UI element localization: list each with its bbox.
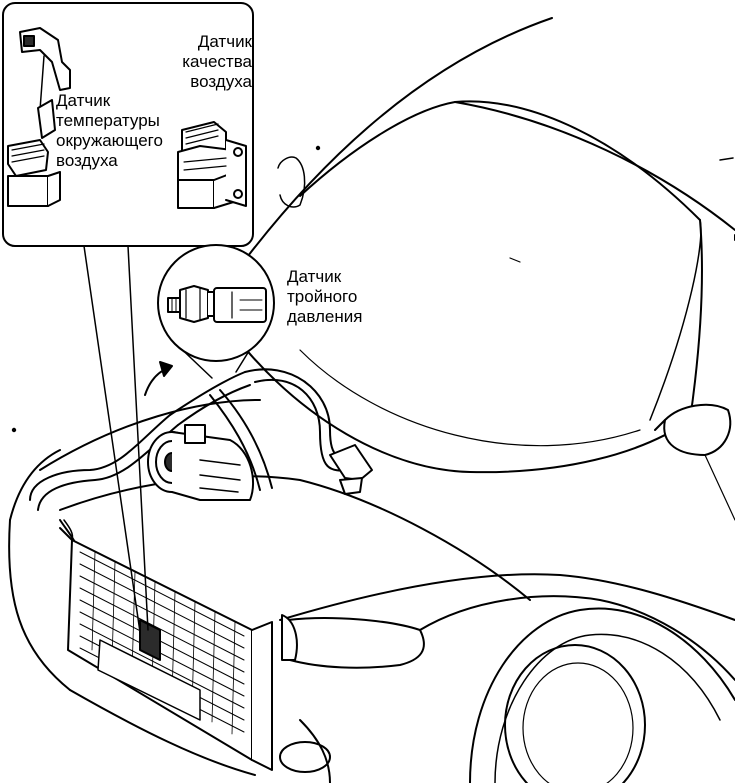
- label-line: тройного: [287, 287, 358, 306]
- triple-pressure-sensor-icon: [167, 285, 267, 323]
- label-line: качества: [182, 52, 252, 71]
- direction-arrow: [144, 361, 173, 396]
- car-body-outline: [8, 17, 735, 783]
- label-line: окружающего: [56, 131, 163, 150]
- compressor: [147, 424, 255, 501]
- label-line: воздуха: [56, 151, 118, 170]
- label-line: Датчик: [287, 267, 342, 286]
- air-quality-sensor-label: Датчик качества воздуха: [166, 32, 252, 92]
- label-line: Датчик: [56, 91, 111, 110]
- triple-pressure-sensor-label: Датчик тройного давления: [287, 267, 362, 327]
- air-quality-sensor-icon: [177, 121, 247, 209]
- ambient-temp-sensor-label: Датчик температуры окружающего воздуха: [56, 91, 163, 171]
- ac-piping: [29, 368, 361, 561]
- ambient-temp-sensor-icon: [7, 27, 71, 207]
- inset-sensor-box: [2, 2, 254, 247]
- label-line: температуры: [56, 111, 160, 130]
- receiver-drier: [329, 444, 373, 495]
- label-line: Датчик: [197, 32, 252, 51]
- label-line: давления: [287, 307, 363, 326]
- condenser: [59, 519, 298, 771]
- label-line: воздуха: [190, 72, 252, 91]
- triple-pressure-sensor-callout: [157, 244, 275, 362]
